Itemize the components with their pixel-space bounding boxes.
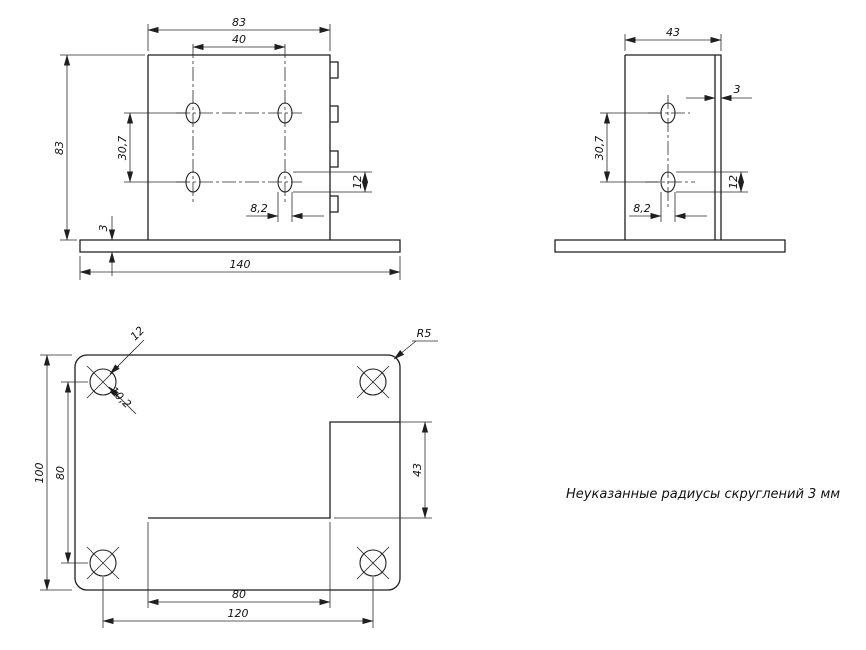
dim-side-slot-width: 8,2 [629, 192, 707, 222]
dim-label: 30,7 [593, 136, 606, 161]
dim-plan-hole-span-h: 120 [102, 577, 374, 628]
dim-label: 120 [228, 607, 249, 620]
front-plate-outline [147, 54, 331, 240]
corner-hole [86, 546, 120, 580]
dim-front-height: 83 [53, 54, 145, 241]
dim-label: 12 [727, 175, 740, 189]
dim-label: 80 [54, 466, 67, 480]
dim-label: 10,2 [107, 384, 134, 411]
dim-plan-hole-span-v: 80 [54, 381, 88, 564]
dim-front-slot-length: 12 [293, 171, 372, 193]
front-edge-tabs [330, 61, 339, 213]
side-centerlines [645, 95, 695, 210]
dim-side-slot-length: 12 [676, 171, 748, 193]
plan-step-outline [148, 421, 400, 519]
corner-hole [356, 365, 390, 399]
dim-side-width: 43 [624, 26, 722, 51]
dim-front-hole-span-h: 40 [192, 33, 286, 51]
dim-plan-depth: 100 [33, 354, 72, 591]
dim-label: 83 [53, 141, 66, 155]
dim-label: 83 [232, 16, 246, 29]
dim-plan-corner-radius: R5 [393, 327, 438, 360]
front-slot-holes [185, 102, 293, 193]
drawing-note: Неуказанные радиусы скруглений 3 мм [566, 487, 840, 502]
side-base-outline [554, 239, 786, 253]
dim-label: 43 [666, 26, 680, 39]
dim-plan-step: 43 [334, 421, 432, 519]
dim-front-hole-span-v: 30,7 [116, 112, 186, 183]
dim-side-hole-span-v: 30,7 [593, 112, 660, 183]
dim-label: 100 [33, 463, 46, 484]
dim-front-width: 83 [147, 16, 331, 51]
dim-label: 40 [232, 33, 246, 46]
dim-label: R5 [417, 327, 432, 340]
side-plate-outline [624, 54, 722, 240]
dim-side-thickness: 3 [686, 83, 752, 102]
dim-label: 8,2 [250, 202, 268, 215]
dim-plan-hole-span-h-inner: 80 [147, 522, 331, 608]
dim-label: 8,2 [633, 202, 651, 215]
dim-front-slot-width: 8,2 [246, 192, 324, 222]
front-base-outline [79, 239, 401, 253]
dim-plan-slot-width: 10,2 [107, 384, 137, 415]
dim-label: 30,7 [116, 136, 129, 161]
front-view: 83 40 83 30,7 3 140 1 [53, 16, 401, 280]
dim-label: 43 [411, 463, 424, 477]
front-centerlines [176, 44, 302, 205]
side-view: 43 3 30,7 8,2 12 [554, 26, 786, 253]
plan-corner-holes [86, 365, 390, 580]
dim-front-base-thickness: 3 [97, 216, 116, 276]
plan-view: R5 12 10,2 100 80 43 80 [33, 324, 438, 628]
corner-hole [356, 546, 390, 580]
dim-label: 3 [97, 225, 110, 232]
dim-label: 80 [232, 588, 246, 601]
dim-label: 3 [734, 83, 741, 96]
plan-base-outline [74, 354, 401, 591]
dim-front-base-width: 140 [79, 256, 401, 280]
dim-plan-slot-length: 12 [109, 324, 147, 375]
dim-label: 140 [230, 258, 251, 271]
dim-label: 12 [351, 175, 364, 189]
